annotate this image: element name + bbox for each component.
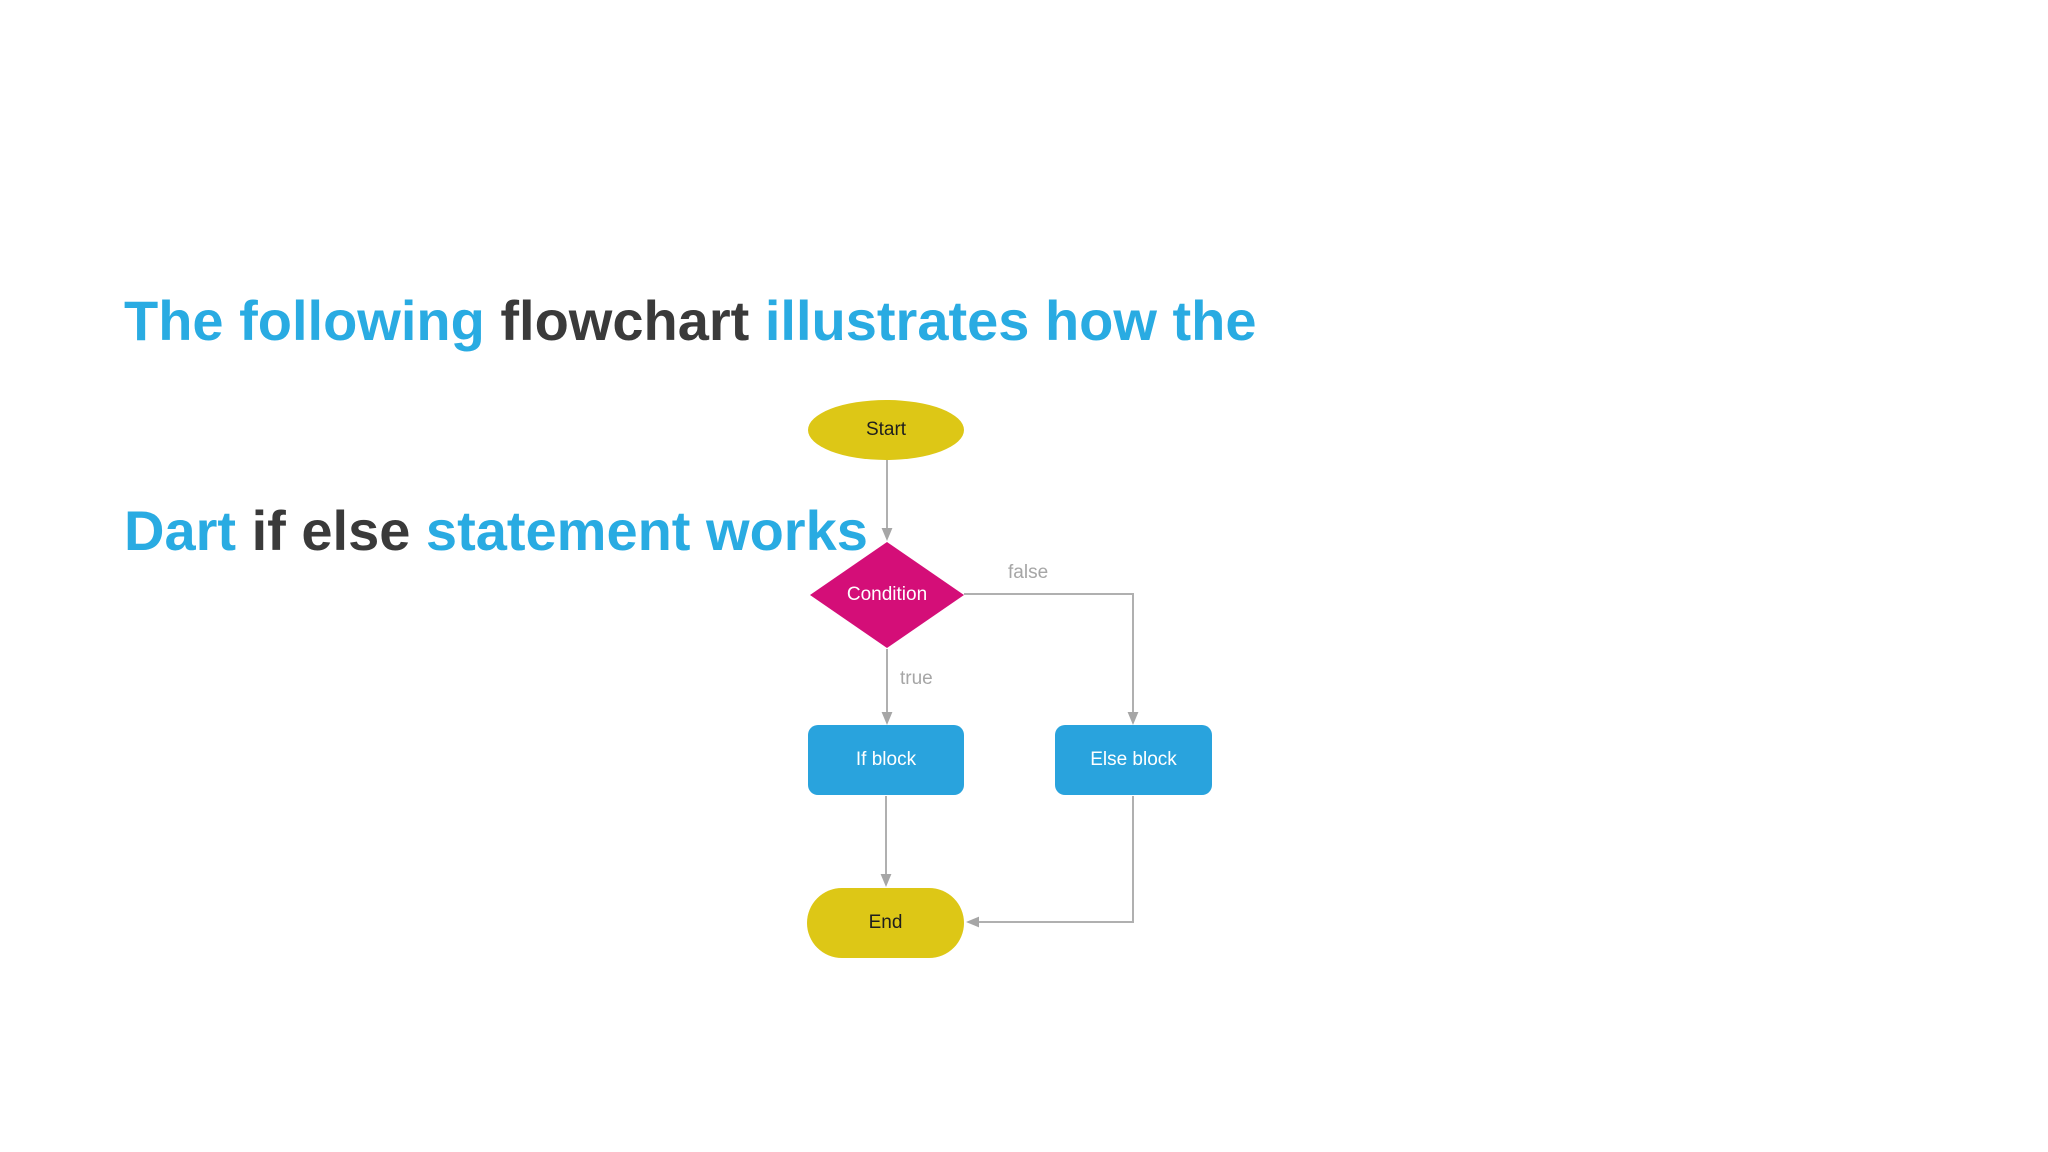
- title-segment: illustrates how the: [764, 289, 1257, 352]
- flow-node-end-label: End: [868, 912, 903, 933]
- flow-node-else-block: Else block: [1055, 725, 1212, 795]
- title-segment: The following: [124, 289, 501, 352]
- title-segment: flowchart: [500, 289, 765, 352]
- flow-node-condition-label: Condition: [846, 584, 928, 605]
- title-line-2: Dart if else statement works: [124, 496, 1257, 566]
- edge-label-false: false: [1008, 562, 1049, 583]
- flow-node-else-block-label: Else block: [1090, 749, 1177, 770]
- flow-node-end: End: [807, 888, 964, 958]
- edge-label-true: true: [900, 668, 933, 689]
- title-segment: statement works: [425, 499, 868, 562]
- flow-node-if-block: If block: [808, 725, 964, 795]
- title-segment: if else: [251, 499, 426, 562]
- flow-node-start-label: Start: [865, 419, 907, 440]
- flow-node-if-block-label: If block: [855, 749, 917, 770]
- title-line-1: The following flowchart illustrates how …: [124, 286, 1257, 356]
- title-segment: Dart: [124, 499, 252, 562]
- flow-node-start: Start: [808, 400, 964, 460]
- edge-condition-to-elseblock: [964, 593, 1139, 725]
- edge-elseblock-to-end: [966, 796, 1134, 928]
- page-title: The following flowchart illustrates how …: [124, 146, 1257, 706]
